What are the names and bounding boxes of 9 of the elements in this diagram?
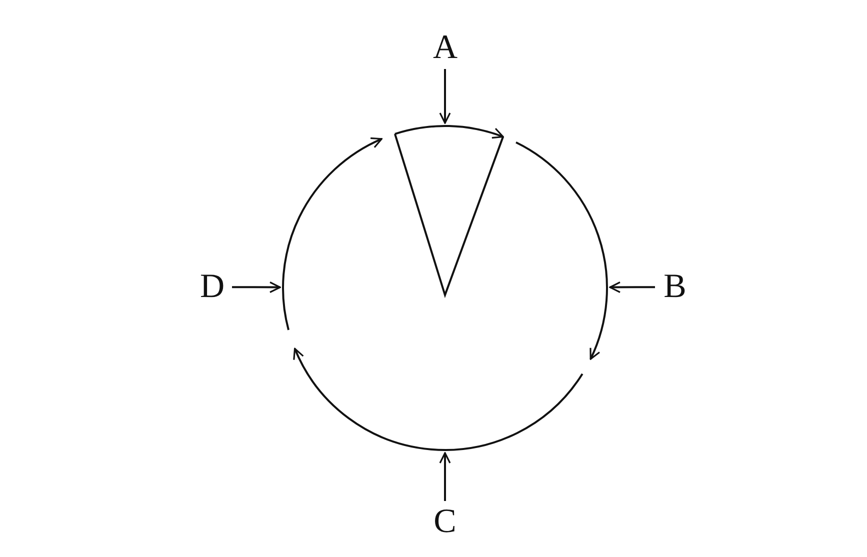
arrow	[439, 452, 451, 501]
point-label: B	[664, 270, 686, 304]
point-label: A	[433, 31, 458, 65]
point-label: C	[434, 505, 456, 539]
arrow	[232, 281, 281, 294]
circular-track-drawing	[283, 126, 607, 450]
point-label: D	[200, 270, 225, 304]
arrow	[439, 69, 451, 124]
arrow	[609, 281, 655, 294]
